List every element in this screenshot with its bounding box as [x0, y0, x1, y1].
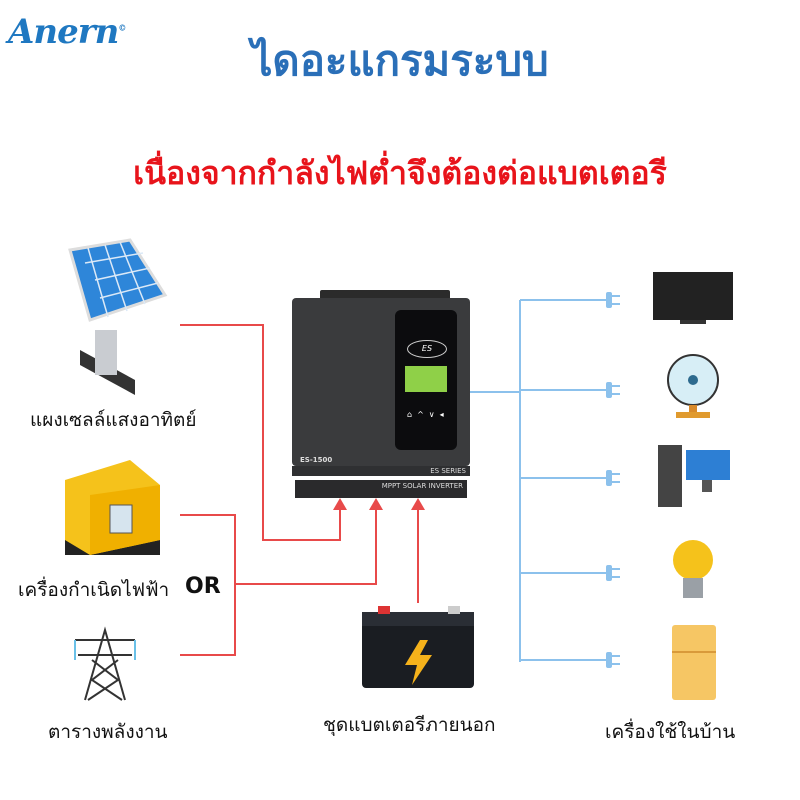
- household-appliances-label: เครื่องใช้ในบ้าน: [605, 721, 736, 743]
- generator-icon: [65, 460, 160, 555]
- arrow-icon: [333, 498, 347, 510]
- inverter-body: ES ⌂^∨◂ ES-1500: [292, 298, 470, 466]
- inverter-buttons[interactable]: ⌂^∨◂: [407, 410, 449, 419]
- generator-label: เครื่องกำเนิดไฟฟ้า: [18, 579, 170, 601]
- page-title: ไดอะแกรมระบบ: [251, 36, 549, 85]
- inverter-type: MPPT SOLAR INVERTER: [381, 482, 463, 490]
- arrow-icon: [411, 498, 425, 510]
- or-label: OR: [185, 574, 221, 599]
- inverter-series-strip: ES SERIES: [292, 466, 470, 476]
- inverter-base: MPPT SOLAR INVERTER: [295, 480, 467, 498]
- arrow-icon: [369, 498, 383, 510]
- power-tower-icon: [74, 626, 136, 701]
- fan-icon: [667, 354, 719, 418]
- lcd-screen: [405, 366, 447, 392]
- solar-panel-icon: [68, 238, 168, 395]
- inverter-series: ES SERIES: [430, 467, 466, 475]
- page-subtitle: เนื่องจากกำลังไฟต่ำจึงต้องต่อแบตเตอรี: [133, 154, 667, 192]
- brand-logo: Anern©: [8, 12, 126, 52]
- grid-line: [235, 508, 377, 585]
- inverter-control-panel: ES ⌂^∨◂: [395, 310, 457, 450]
- power-grid-label: ตารางพลังงาน: [48, 721, 168, 743]
- inverter-bracket: [320, 290, 450, 300]
- inverter-model: ES-1500: [300, 456, 333, 464]
- refrigerator-icon: [672, 625, 716, 700]
- solar-panel-label: แผงเซลล์แสงอาทิตย์: [30, 409, 197, 431]
- computer-icon: [658, 445, 730, 507]
- inverter-badge: ES: [407, 340, 447, 358]
- plug-icons: [606, 292, 620, 668]
- light-bulb-icon: [673, 540, 713, 598]
- battery-label: ชุดแบตเตอรีภายนอก: [323, 714, 496, 736]
- solar-line: [180, 324, 341, 541]
- tv-icon: [653, 272, 733, 324]
- battery-icon: [362, 606, 474, 688]
